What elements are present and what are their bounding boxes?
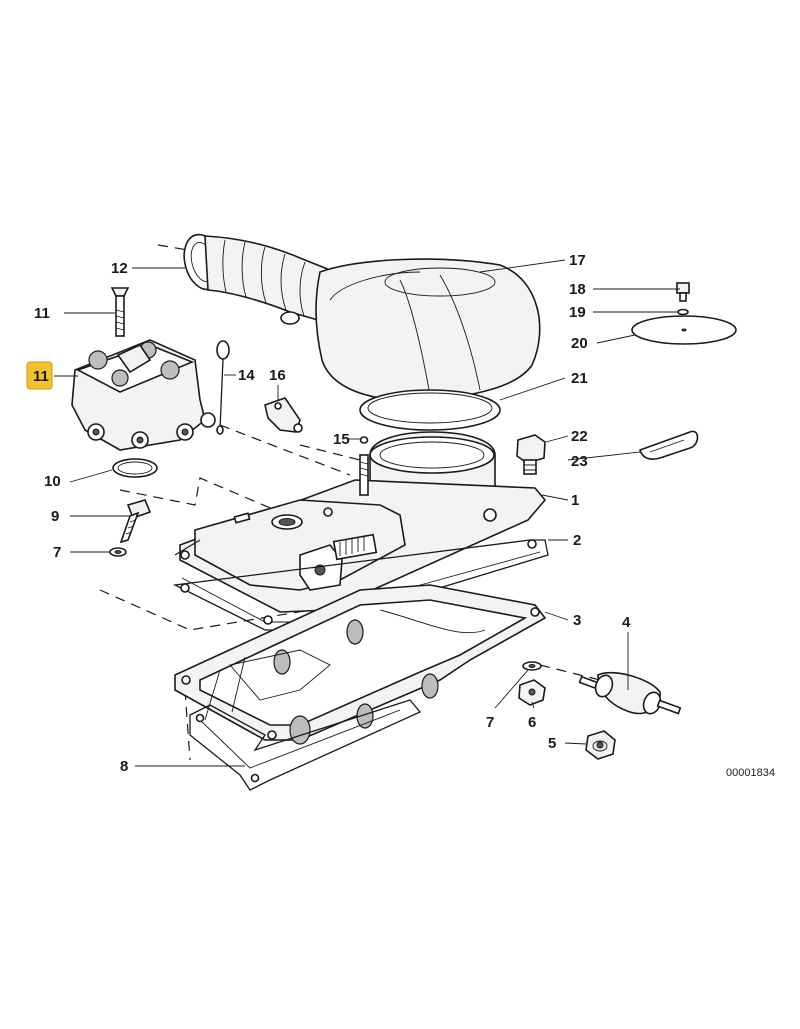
part-10-o-ring bbox=[112, 458, 158, 478]
callout-6[interactable]: 6 bbox=[528, 714, 536, 731]
callout-13[interactable]: 12 bbox=[111, 260, 128, 277]
part-1-upper-cover bbox=[179, 479, 547, 613]
callout-7-right[interactable]: 7 bbox=[486, 714, 494, 731]
part-5-flange-nut bbox=[585, 730, 616, 760]
part-16-bracket bbox=[264, 397, 303, 433]
callout-9[interactable]: 9 bbox=[51, 508, 59, 525]
callout-17[interactable]: 17 bbox=[569, 252, 586, 269]
callout-10[interactable]: 10 bbox=[44, 473, 61, 490]
callout-11-highlight bbox=[26, 361, 53, 390]
document-number: 00001834 bbox=[726, 767, 775, 779]
callout-7-left[interactable]: 7 bbox=[53, 544, 61, 561]
callout-23[interactable]: 23 bbox=[571, 453, 588, 470]
part-22-bolt bbox=[516, 434, 546, 475]
callout-14[interactable]: 14 bbox=[238, 367, 255, 384]
part-15-stud bbox=[359, 436, 369, 496]
part-20-disc bbox=[631, 315, 737, 345]
callout-2[interactable]: 2 bbox=[573, 532, 581, 549]
callout-1[interactable]: 1 bbox=[571, 492, 579, 509]
part-11-valve-block bbox=[71, 339, 216, 451]
callout-12[interactable]: 11 bbox=[34, 305, 50, 322]
part-14-dipstick bbox=[216, 340, 230, 435]
part-8-bottom-gasket bbox=[189, 699, 422, 791]
part-12-bolt bbox=[110, 287, 130, 337]
part-19-washer bbox=[677, 308, 689, 316]
part-7-washer-right bbox=[522, 661, 542, 671]
part-21-seal-ring bbox=[359, 389, 501, 431]
part-3-lower-housing bbox=[174, 584, 547, 745]
part-4-rubber-mount bbox=[578, 671, 682, 715]
callout-11[interactable]: 11 bbox=[33, 368, 49, 385]
callout-20[interactable]: 20 bbox=[571, 335, 588, 352]
callout-4[interactable]: 4 bbox=[622, 614, 631, 631]
callout-3[interactable]: 3 bbox=[573, 612, 581, 629]
callout-22[interactable]: 22 bbox=[571, 428, 588, 445]
callout-5[interactable]: 5 bbox=[548, 735, 556, 752]
part-6-nut bbox=[518, 679, 546, 706]
part-23-clip bbox=[639, 430, 699, 460]
callout-8[interactable]: 8 bbox=[120, 758, 128, 775]
part-17-intake-boot bbox=[183, 233, 541, 401]
callout-19[interactable]: 19 bbox=[569, 304, 586, 321]
part-9-bolt bbox=[119, 499, 152, 544]
leader-lines bbox=[54, 259, 680, 767]
part-18-bolt bbox=[676, 282, 690, 302]
callout-15[interactable]: 15 bbox=[333, 431, 350, 448]
part-7-washer-left bbox=[109, 547, 127, 557]
callout-21[interactable]: 21 bbox=[571, 370, 588, 387]
callout-16[interactable]: 16 bbox=[269, 367, 286, 384]
callout-18[interactable]: 18 bbox=[569, 281, 586, 298]
callout-labels: 11 12 11 14 16 15 10 9 7 17 18 19 20 21 … bbox=[26, 252, 775, 779]
